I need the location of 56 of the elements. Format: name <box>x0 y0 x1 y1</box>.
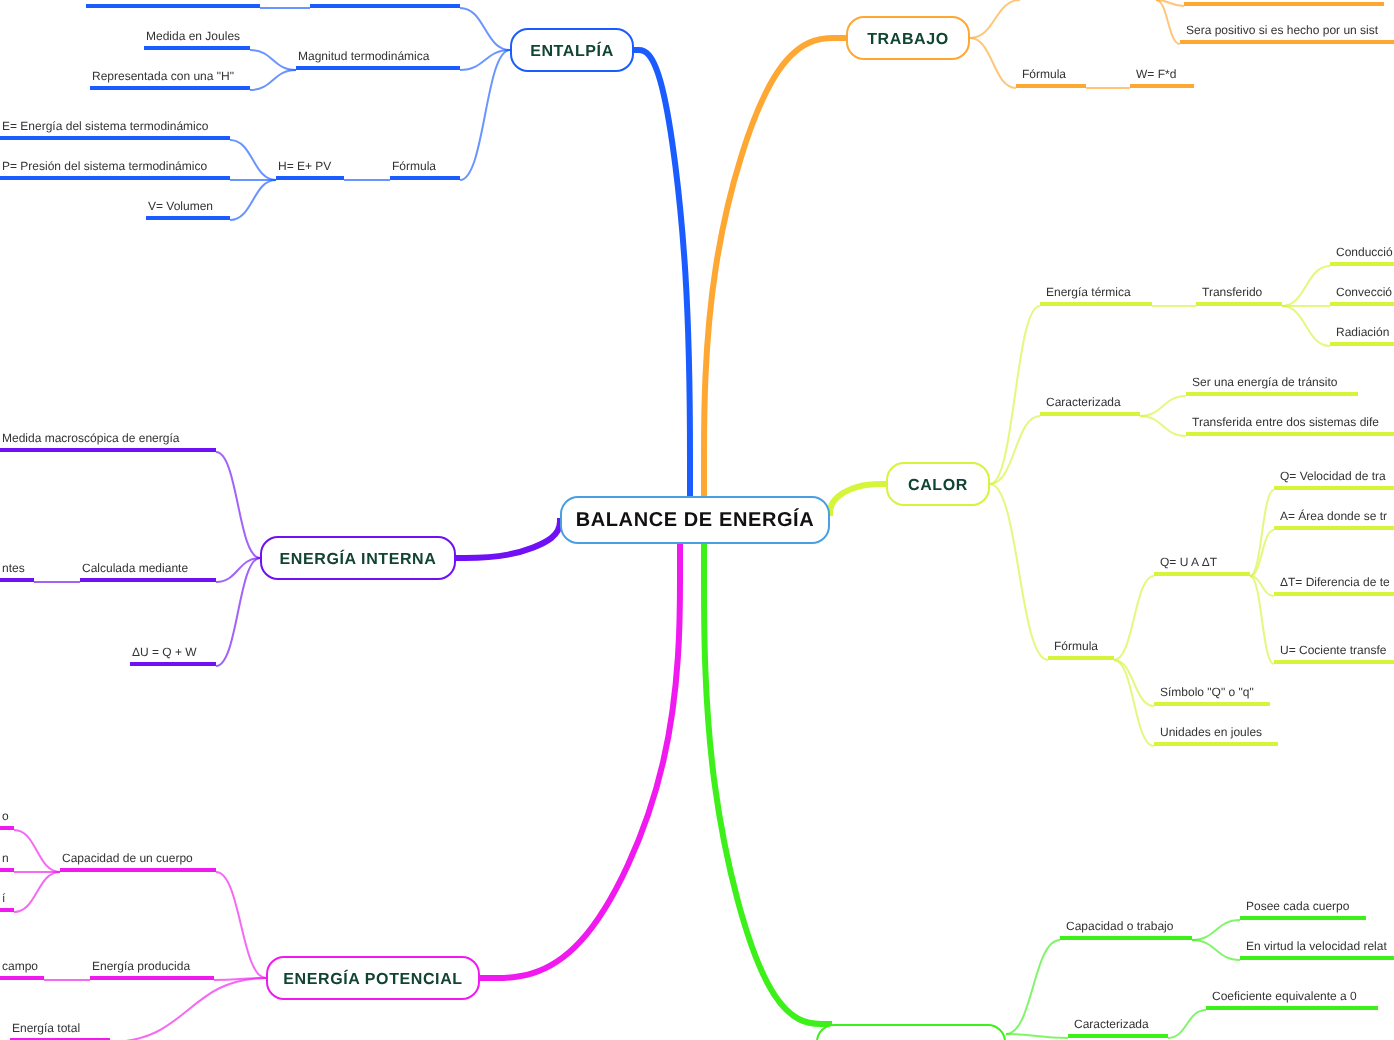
connector <box>1113 659 1155 747</box>
connector <box>343 179 391 181</box>
connector <box>1155 0 1185 7</box>
connector <box>1249 575 1275 665</box>
connector <box>701 35 846 496</box>
connector <box>1139 395 1187 417</box>
connector <box>1191 939 1241 961</box>
connector <box>459 7 511 51</box>
branch-line <box>86 4 260 8</box>
connector <box>1113 575 1155 661</box>
topic-box: ENTALPÍA <box>510 28 634 72</box>
connector <box>33 581 81 583</box>
connector <box>43 979 91 981</box>
connector <box>1155 0 1181 45</box>
connector <box>13 871 61 913</box>
connector <box>701 544 832 1027</box>
connector <box>989 415 1041 485</box>
connector <box>1281 305 1331 307</box>
connector <box>249 69 297 91</box>
connector <box>13 829 61 873</box>
connector <box>1249 489 1275 577</box>
connector <box>969 37 1017 89</box>
connector <box>215 557 261 583</box>
connector <box>969 0 1021 39</box>
connector <box>229 179 277 181</box>
connector <box>229 139 277 181</box>
connector <box>1249 575 1275 597</box>
connector <box>1151 305 1197 307</box>
connector <box>989 483 1049 661</box>
connector <box>1085 87 1131 89</box>
connector <box>1249 529 1275 577</box>
connector <box>1113 659 1155 707</box>
topic-box: ENERGÍA POTENCIAL <box>266 956 480 1000</box>
branch-line <box>1184 2 1384 6</box>
topic-box: ENERGÍA INTERNA <box>260 536 456 580</box>
connector <box>1167 1009 1207 1039</box>
connector <box>1005 939 1061 1035</box>
connector <box>229 179 277 221</box>
connector <box>215 557 261 667</box>
topic-box: TRABAJO <box>846 16 970 60</box>
connector <box>480 544 683 981</box>
connector <box>215 451 261 559</box>
connector <box>1281 265 1331 307</box>
connector <box>459 49 511 71</box>
topic-box: CALOR <box>886 462 990 506</box>
connector <box>459 49 511 181</box>
connector <box>215 871 267 979</box>
branch-line <box>310 4 460 8</box>
connector <box>259 7 311 9</box>
connector <box>1005 1033 1069 1039</box>
central-topic-box: BALANCE DE ENERGÍA <box>560 496 830 544</box>
connector <box>1139 415 1187 437</box>
connector <box>13 871 61 873</box>
connector <box>989 305 1041 485</box>
connector <box>249 49 297 71</box>
connector <box>1281 305 1331 347</box>
